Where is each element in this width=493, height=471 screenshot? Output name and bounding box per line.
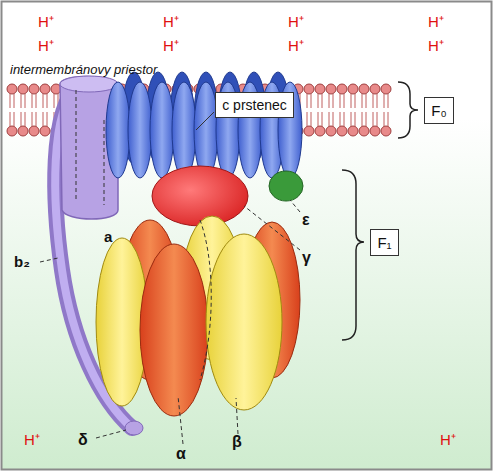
lipid-head (326, 84, 336, 94)
leader-line (290, 200, 300, 212)
proton-label: H⁺ (24, 432, 40, 447)
subunit-label: β (232, 434, 242, 450)
subunit-label: γ (302, 250, 311, 266)
lipid-head (337, 84, 347, 94)
lipid-tail (373, 94, 377, 108)
f1-brace (342, 170, 364, 340)
lipid-head (18, 126, 28, 136)
lipid-head (348, 126, 358, 136)
proton-label: H⁺ (163, 14, 179, 29)
c-subunit (106, 82, 130, 178)
gamma-shaft (200, 220, 211, 380)
lipid-tail (32, 112, 36, 126)
lipid-head (40, 84, 50, 94)
lipid-head (18, 84, 28, 94)
leader-line (236, 398, 238, 434)
lipid-tail (362, 112, 366, 126)
lipid-tail (362, 94, 366, 108)
lipid-head (29, 84, 39, 94)
c-subunit (150, 82, 174, 178)
callout-box: c prstenec (215, 92, 294, 118)
leader-line (96, 430, 126, 438)
box-text: F₀ (431, 103, 446, 118)
lipid-head (359, 126, 369, 136)
lipid-tail (318, 112, 322, 126)
proton-label: H⁺ (38, 14, 54, 29)
lipid-tail (307, 112, 311, 126)
f0-brace (398, 82, 418, 138)
lipid-tail (43, 94, 47, 108)
lipid-head (381, 84, 391, 94)
subunit-label: ε (302, 212, 310, 228)
c-subunit (172, 82, 196, 178)
subunit-label: a (104, 229, 112, 244)
lipid-head (7, 84, 17, 94)
lipid-head (370, 84, 380, 94)
lipid-tail (384, 94, 388, 108)
lipid-tail (307, 94, 311, 108)
lipid-head (315, 126, 325, 136)
lipid-tail (32, 94, 36, 108)
region-label: intermembránovy priestor (10, 63, 157, 76)
epsilon-subunit (269, 171, 303, 201)
proton-label: H⁺ (163, 38, 179, 53)
proton-label: H⁺ (428, 14, 444, 29)
proton-label: H⁺ (428, 38, 444, 53)
alpha-subunit (140, 244, 208, 416)
leader-line (244, 206, 300, 250)
lipid-head (348, 84, 358, 94)
lipid-head (304, 126, 314, 136)
proton-label: H⁺ (288, 38, 304, 53)
lipid-tail (318, 94, 322, 108)
leader-lines (40, 200, 300, 444)
lipid-tail (43, 112, 47, 126)
subunit-label: α (176, 446, 186, 462)
lipid-head (326, 126, 336, 136)
lipid-head (29, 126, 39, 136)
delta-subunit (125, 421, 143, 435)
lipid-tail (21, 112, 25, 126)
lipid-tail (340, 94, 344, 108)
lipid-tail (384, 112, 388, 126)
a-subunit-top (60, 76, 118, 92)
proton-label: H⁺ (440, 432, 456, 447)
lipid-tail (329, 112, 333, 126)
lipid-tail (351, 112, 355, 126)
a-subunit-channel (76, 90, 104, 205)
lipid-tail (10, 112, 14, 126)
c-ring (106, 72, 302, 178)
lipid-head (40, 126, 50, 136)
lipid-head (7, 126, 17, 136)
c-ring-pointer (196, 112, 214, 130)
lipid-head (315, 84, 325, 94)
lipid-tail (10, 94, 14, 108)
gamma-subunit (152, 166, 248, 226)
leader-line (40, 258, 58, 262)
c-subunit (128, 82, 152, 178)
lipid-head (304, 84, 314, 94)
lipid-tail (351, 94, 355, 108)
lipid-tail (340, 112, 344, 126)
lipid-tail (21, 94, 25, 108)
lipid-head (370, 126, 380, 136)
box-text: F₁ (377, 235, 391, 250)
leader-line (178, 396, 183, 444)
subunit-label: δ (78, 432, 88, 448)
section-box: F₁ (370, 229, 399, 256)
box-text: c prstenec (222, 98, 287, 112)
lipid-head (337, 126, 347, 136)
beta-subunit (206, 234, 282, 410)
lipid-tail (373, 112, 377, 126)
subunit-label: b₂ (14, 254, 30, 269)
proton-label: H⁺ (38, 38, 54, 53)
lipid-tail (329, 94, 333, 108)
lipid-head (359, 84, 369, 94)
section-box: F₀ (424, 97, 454, 124)
proton-label: H⁺ (288, 14, 304, 29)
lipid-head (381, 126, 391, 136)
